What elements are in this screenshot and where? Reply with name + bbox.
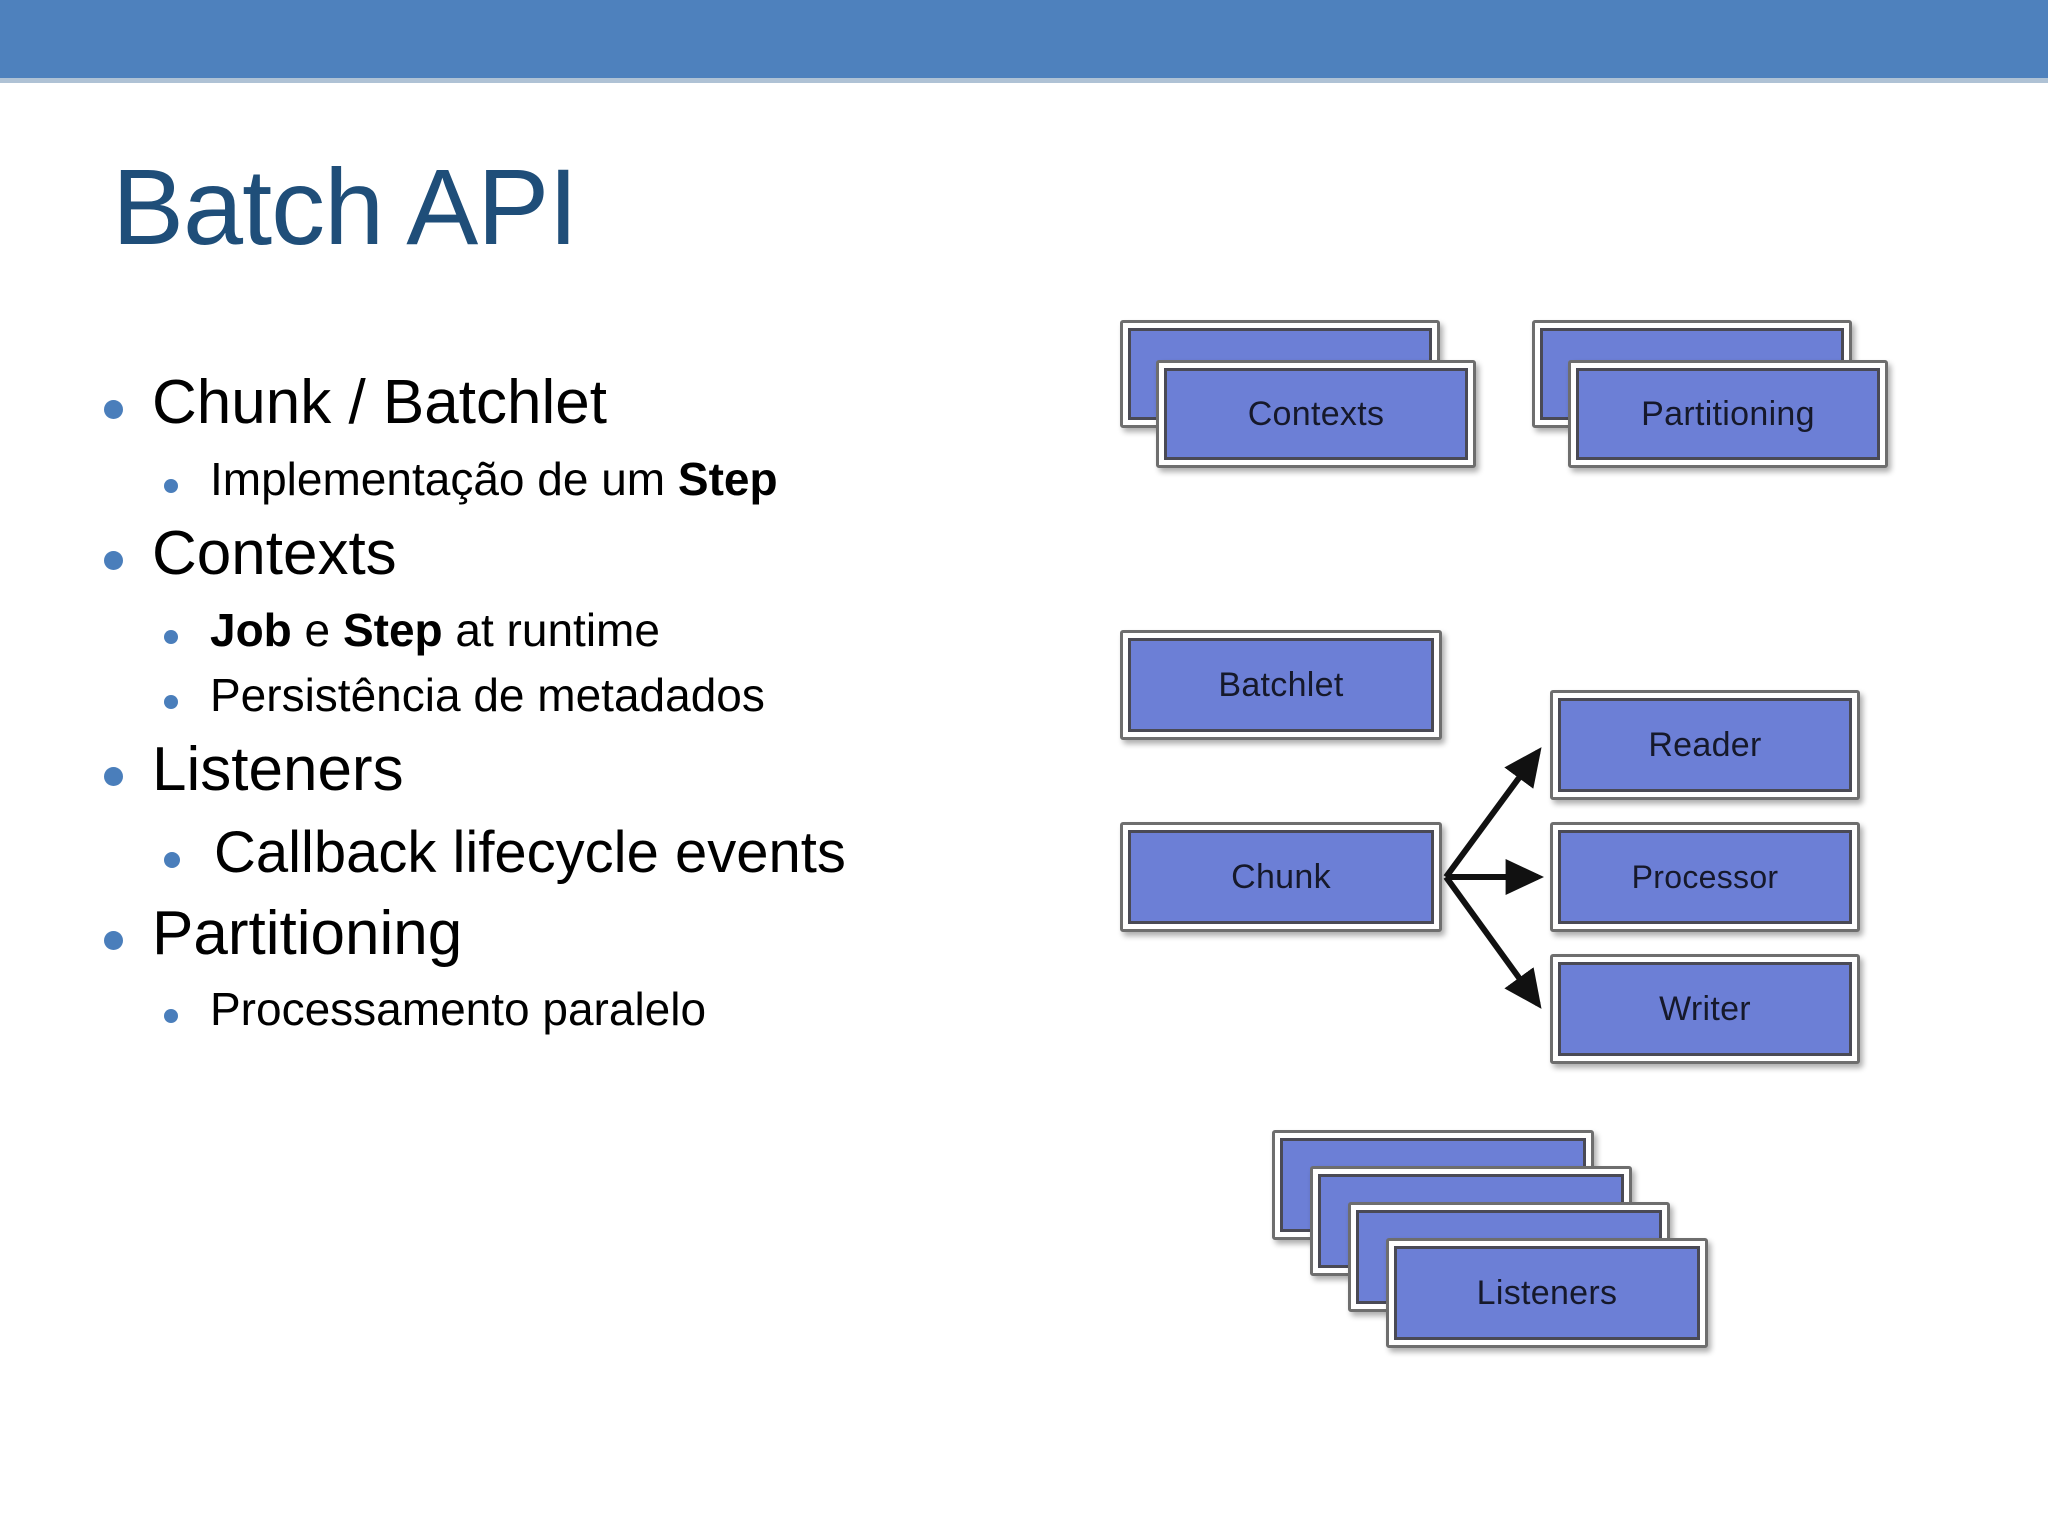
sub-bullet-emphasis-step: Step [677, 452, 778, 505]
bullet-contexts: Contexts [96, 518, 1036, 588]
diagram-node-label: Partitioning [1641, 394, 1815, 433]
diagram-node-partitioning[interactable]: Partitioning [1568, 360, 1888, 468]
sub-bullet-persistencia: Persistência de metadados [96, 669, 1036, 722]
bullet-listeners: Listeners [96, 734, 1036, 804]
bullet-dot-icon [104, 400, 123, 419]
sub-bullet-text: Callback lifecycle events [214, 819, 846, 885]
diagram-node-label: Batchlet [1218, 665, 1344, 704]
batch-api-diagram: Contexts Partitioning Batchlet Chunk [1120, 320, 2000, 1380]
bullet-dot-icon [164, 851, 180, 868]
bullet-dot-icon [164, 478, 178, 493]
diagram-node-label: Contexts [1247, 394, 1385, 433]
bullet-chunk-batchlet: Chunk / Batchlet [96, 368, 1036, 437]
bullet-partitioning: Partitioning [96, 898, 1036, 968]
sub-bullet-text: Processamento paralelo [210, 983, 707, 1036]
bullet-dot-icon [104, 930, 123, 950]
sub-bullet-processamento-paralelo: Processamento paralelo [96, 985, 1036, 1035]
bullet-dot-icon [104, 550, 123, 570]
diagram-node-label: Listeners [1476, 1273, 1618, 1312]
diagram-node-processor[interactable]: Processor [1550, 822, 1860, 932]
bullet-text: Contexts [152, 518, 397, 588]
bullet-dot-icon [164, 695, 178, 710]
sub-bullet-callback-lifecycle: Callback lifecycle events [96, 819, 1036, 885]
sub-bullet-emphasis-job: Job [210, 603, 292, 656]
bullet-dot-icon [104, 766, 123, 786]
bullet-dot-icon [164, 629, 178, 644]
diagram-node-chunk[interactable]: Chunk [1120, 822, 1442, 932]
page-title: Batch API [112, 146, 578, 267]
diagram-node-listeners[interactable]: Listeners [1386, 1238, 1708, 1348]
diagram-node-label: Processor [1631, 858, 1779, 895]
bullet-text: Chunk / Batchlet [152, 368, 607, 437]
bullet-dot-icon [164, 1009, 178, 1024]
edge-chunk-writer [1443, 875, 1542, 1009]
sub-bullet-emphasis-step: Step [342, 603, 443, 656]
edge-chunk-reader [1443, 747, 1542, 879]
header-divider-rule [0, 78, 2048, 83]
diagram-node-writer[interactable]: Writer [1550, 954, 1860, 1064]
diagram-node-label: Chunk [1231, 857, 1331, 896]
diagram-node-label: Reader [1648, 725, 1762, 764]
bullet-text: Listeners [152, 734, 404, 804]
diagram-node-contexts[interactable]: Contexts [1156, 360, 1476, 468]
diagram-node-batchlet[interactable]: Batchlet [1120, 630, 1442, 740]
diagram-node-label: Writer [1659, 989, 1751, 1028]
header-accent-band [0, 0, 2048, 78]
bullet-list: Chunk / Batchlet Implementação de um Ste… [96, 368, 1036, 1051]
sub-bullet-text: Implementação de um [210, 452, 678, 505]
diagram-node-reader[interactable]: Reader [1550, 690, 1860, 800]
sub-bullet-implementacao: Implementação de um Step [96, 452, 1036, 505]
sub-bullet-text-tail: at runtime [442, 603, 660, 656]
bullet-text: Partitioning [152, 898, 463, 968]
sub-bullet-job-step-runtime: Job e Step at runtime [96, 603, 1036, 656]
sub-bullet-text-mid: e [291, 603, 343, 656]
sub-bullet-text: Persistência de metadados [210, 669, 765, 722]
